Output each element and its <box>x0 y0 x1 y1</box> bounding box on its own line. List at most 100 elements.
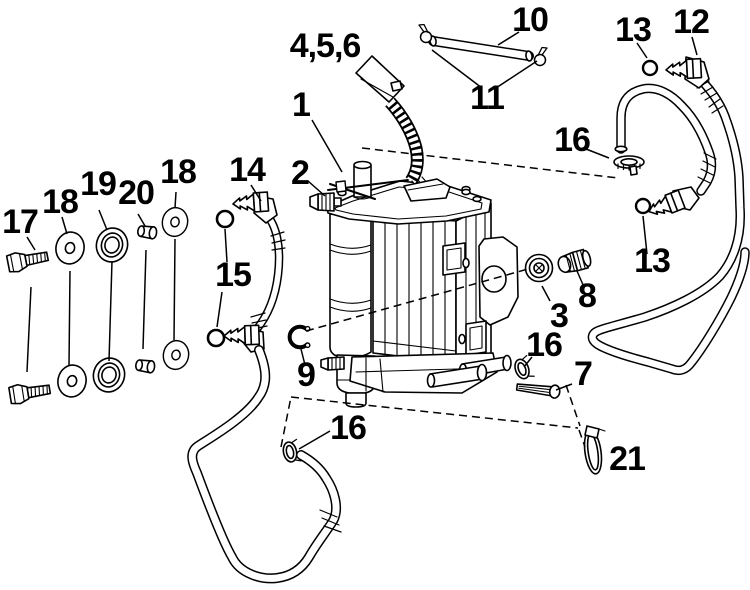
pump-assembly <box>309 55 519 408</box>
washer-18-b2 <box>159 337 193 373</box>
callout-knurled-fitting: 2 <box>291 154 309 192</box>
harness-connector <box>355 55 405 103</box>
leader-line <box>636 42 648 59</box>
callout-front-hose: 14 <box>229 151 266 189</box>
elbow-fitting-14-top <box>231 191 278 224</box>
elbow-fitting-lower-right <box>644 186 700 222</box>
callout-seal-washer-middle: 16 <box>526 326 562 364</box>
dashed-lines-layer <box>280 147 619 448</box>
callout-pump-assembly: 1 <box>292 86 310 124</box>
alignment-dashed-line <box>290 396 579 429</box>
elbow-fitting-12 <box>664 56 710 89</box>
callout-hose-clamps-small: 11 <box>470 79 504 117</box>
front-hose-14 <box>250 212 286 330</box>
callout-washer-a: 18 <box>42 183 78 221</box>
leader-line <box>431 49 483 89</box>
leader-line <box>541 285 551 302</box>
leader-line <box>523 356 533 368</box>
o-ring-15-bottom <box>206 328 226 348</box>
alignment-dashed-line <box>578 429 586 448</box>
lever-rods <box>327 179 409 200</box>
tube-10 <box>429 35 532 62</box>
callout-o-ring-upper: 13 <box>615 11 651 49</box>
hose-clamp-11-right <box>533 46 548 67</box>
loop-hose <box>192 350 342 578</box>
o-ring-15-top <box>215 209 235 229</box>
leader-line <box>307 180 326 197</box>
return-hose <box>614 88 717 191</box>
leader-line <box>497 31 520 46</box>
callout-plug-fitting: 8 <box>578 277 596 315</box>
plug-fitting-8 <box>557 248 592 274</box>
leader-line <box>142 249 147 350</box>
callout-grommet-seal: 3 <box>550 297 568 335</box>
callout-screw: 7 <box>574 355 592 393</box>
leader-line <box>298 430 331 450</box>
leader-line <box>311 119 343 173</box>
standpipe <box>353 160 372 200</box>
leader-line <box>691 36 698 56</box>
leader-line <box>26 286 32 373</box>
leader-line <box>108 260 113 362</box>
alignment-dashed-line <box>361 147 619 179</box>
leader-line <box>555 383 573 391</box>
bolt-17-bottom <box>7 379 52 406</box>
bolt-17-top <box>5 246 51 275</box>
callout-seal-washer-upper: 16 <box>554 121 590 159</box>
callout-tube: 10 <box>512 1 548 39</box>
leader-line <box>642 215 648 255</box>
leader-line <box>585 148 610 159</box>
leader-line <box>224 228 228 263</box>
leader-lines-layer <box>26 31 698 450</box>
washer-18-b1 <box>158 204 192 240</box>
bushing-20-bottom <box>134 357 157 375</box>
diagram-artwork <box>5 23 745 579</box>
outlet-ports <box>426 354 512 388</box>
callout-o-rings-front: 15 <box>215 256 251 294</box>
leader-line <box>61 216 68 235</box>
rear-hose <box>592 79 745 370</box>
reservoir <box>329 213 372 359</box>
callout-washer-b: 18 <box>160 153 196 191</box>
leader-line <box>26 236 36 251</box>
washer-18-a1 <box>52 228 88 268</box>
o-ring-13-lower <box>634 197 652 215</box>
alignment-dashed-line <box>280 396 292 448</box>
leader-line <box>250 184 262 202</box>
leader-line <box>98 209 108 231</box>
grommet-seal-3 <box>524 253 554 283</box>
wiring-harness <box>390 102 451 202</box>
grommet-19-top <box>91 223 133 267</box>
washer-18-a2 <box>54 361 90 401</box>
hose-open-end <box>614 145 628 153</box>
knurled-fitting-2 <box>309 192 342 212</box>
leader-line <box>173 238 176 341</box>
callout-o-ring-lower: 13 <box>634 242 670 280</box>
leader-line <box>137 213 146 227</box>
callout-cable-tie: 21 <box>609 440 645 478</box>
leader-line <box>300 348 306 366</box>
mounting-bracket <box>478 236 519 326</box>
cable-tie-21 <box>583 425 606 475</box>
o-ring-13-upper <box>641 59 659 77</box>
leader-line <box>216 291 223 328</box>
alignment-dashed-line <box>565 384 581 427</box>
leader-line <box>68 270 71 366</box>
screw-7 <box>515 383 561 399</box>
leader-line <box>174 191 177 209</box>
hose-clamp-11-left <box>418 23 433 44</box>
leader-line <box>576 270 585 288</box>
callout-retaining-clip: 9 <box>297 356 315 394</box>
retaining-clip-9 <box>287 324 311 350</box>
callout-seal-washer-lower: 16 <box>330 409 366 447</box>
callout-mount-grommet: 19 <box>80 165 116 203</box>
bushing-20-top <box>136 223 159 241</box>
callout-bushing: 20 <box>118 174 154 212</box>
leader-line <box>495 60 538 89</box>
callout-elbow-fitting-upper: 12 <box>673 3 709 41</box>
callout-harness-connector: 4,5,6 <box>290 27 361 65</box>
callout-bolt: 17 <box>2 203 38 241</box>
